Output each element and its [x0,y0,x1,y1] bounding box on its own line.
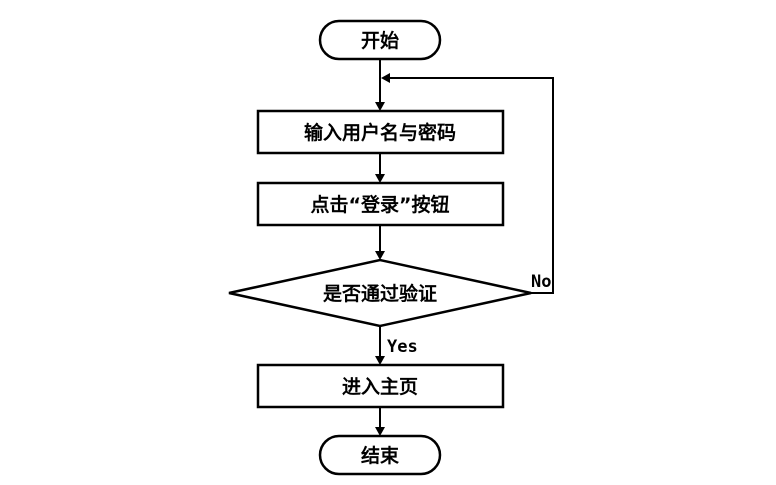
arrowhead-end [375,427,385,436]
end-label: 结束 [361,444,400,467]
enter-home-label: 进入主页 [342,376,418,398]
arrowhead-decision [375,251,385,260]
start-label: 开始 [361,29,399,52]
click-login-label: 点击“登录”按钮 [311,193,450,216]
input-credentials-box [256,109,505,155]
click-login-box [256,181,505,227]
input-credentials-label: 输入用户名与密码 [304,121,456,144]
no-edge-label: No [531,272,551,292]
verify-decision-label: 是否通过验证 [323,282,437,305]
connector-no-loop [390,77,554,294]
enter-home-box [256,363,505,409]
arrowhead-no-loop [381,73,390,83]
yes-edge-label: Yes [387,337,418,357]
arrowhead-input [375,102,385,111]
arrowhead-home [375,356,385,365]
arrowhead-click [375,174,385,183]
